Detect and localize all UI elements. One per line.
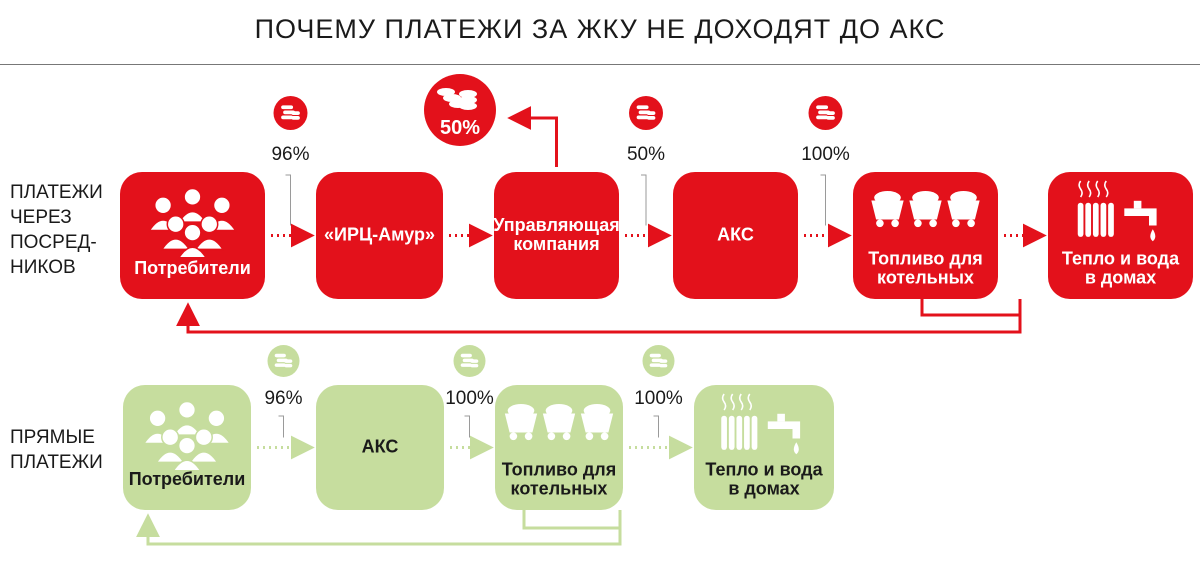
pointer-line (653, 415, 659, 438)
people-icon (142, 400, 232, 472)
coins-icon (453, 345, 486, 377)
node-heat (1048, 172, 1193, 299)
diverted-arrow (507, 106, 558, 167)
transfer-percent: 96% (271, 144, 309, 165)
diverted-percent: 50% (440, 117, 480, 139)
coins-icon (267, 345, 300, 377)
diverted-coins-badge (424, 74, 496, 146)
node-aks (316, 385, 444, 510)
return-loop (920, 299, 1022, 317)
pointer-line (641, 174, 647, 226)
node-box (673, 172, 798, 299)
node-uk (494, 172, 619, 299)
coins-icon (808, 96, 843, 130)
transfer-percent: 50% (627, 144, 665, 165)
radiator-tap-icon (1077, 180, 1157, 242)
transfer-percent: 100% (634, 388, 683, 409)
node-heat (694, 385, 834, 510)
transfer-percent: 96% (264, 388, 302, 409)
coal-carts-icon (871, 191, 980, 228)
node-label: «ИРЦ-Амур» (324, 224, 435, 244)
title-divider (0, 64, 1200, 65)
pointer-line (464, 415, 470, 438)
node-irc (316, 172, 443, 299)
pointer-line (820, 174, 826, 226)
return-arrow (176, 302, 1022, 334)
node-box (316, 385, 444, 510)
pointer-line (278, 415, 284, 438)
row-label-direct: ПРЯМЫЕ ПЛАТЕЖИ (10, 427, 103, 473)
row-label-intermediaries: ПЛАТЕЖИ ЧЕРЕЗ ПОСРЕД- НИКОВ (10, 182, 103, 278)
node-label: АКС (362, 436, 399, 456)
node-box (694, 385, 834, 510)
node-label: Потребители (129, 469, 246, 489)
coins-icon (642, 345, 675, 377)
coal-carts-icon (504, 404, 614, 441)
transfer-percent: 100% (801, 144, 850, 165)
node-box (1048, 172, 1193, 299)
return-arrow (136, 513, 622, 546)
node-box (316, 172, 443, 299)
people-icon (148, 187, 237, 259)
coins-icon (273, 96, 308, 130)
node-box (494, 172, 619, 299)
radiator-tap-icon (721, 393, 801, 455)
page-title: ПОЧЕМУ ПЛАТЕЖИ ЗА ЖКУ НЕ ДОХОДЯТ ДО АКС (254, 14, 946, 44)
node-label: АКС (717, 224, 754, 244)
return-loop (522, 510, 622, 530)
transfer-percent: 100% (445, 388, 494, 409)
coins-icon (629, 96, 663, 130)
node-aks (673, 172, 798, 299)
node-label: Потребители (134, 258, 251, 278)
pointer-line (285, 174, 291, 226)
